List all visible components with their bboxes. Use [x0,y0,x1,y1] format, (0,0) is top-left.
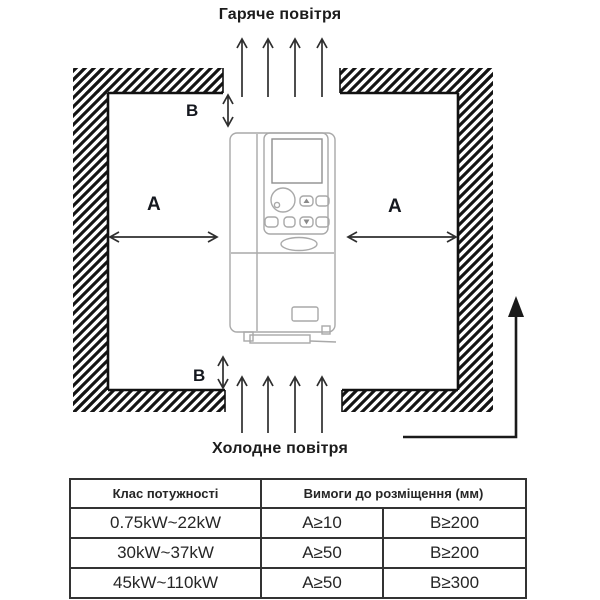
power-class-cell: 45kW~110kW [69,567,262,599]
clearance-a-arrow-right [346,231,458,243]
keypad-button-run [315,195,330,207]
power-class-cell: 0.75kW~22kW [69,507,262,539]
header-power-class: Клас потужності [69,478,262,509]
arrowhead [508,296,524,317]
keypad-panel [263,132,329,235]
clearance-b-cell: B≥200 [381,537,528,569]
clearance-b-cell: B≥300 [381,567,528,599]
control-knob [270,187,296,213]
wall-bottom-left [73,390,225,412]
clearance-b-arrow-top [222,93,234,128]
header-requirements: Вимоги до розміщення (мм) [259,478,528,509]
keypad-button-up [299,195,314,207]
inverter-device [229,132,337,344]
clearance-a-cell: A≥50 [260,567,384,599]
device-base-line [309,340,337,343]
device-body [229,132,336,333]
clearance-a-cell: A≥10 [260,507,384,539]
clearance-a-arrow-left [108,231,219,243]
enclosure-walls [73,68,493,412]
keypad-button-down [299,216,314,228]
wall-left [73,68,108,412]
wall-bottom-right [342,390,493,412]
hot-air-label: Гаряче повітря [218,6,342,23]
hot-air-arrows [236,37,328,97]
clearance-b-top-label: B [186,101,199,120]
device-nameplate [291,306,319,322]
up-arrow-icon [303,198,310,203]
keypad-button-stop [315,216,330,228]
display-screen [271,138,323,184]
wall-inner-edges [106,91,460,392]
clearance-a-left-label: A [147,194,161,215]
clearance-a-right-label: A [388,196,402,217]
device-foot-right [321,325,331,335]
cold-air-label: Холодне повітря [212,440,348,457]
keypad-button-set [283,216,296,228]
knob-indicator-dot [273,201,281,209]
clearance-table: Клас потужності Вимоги до розміщення (мм… [69,478,528,599]
table-row: 30kW~37kW A≥50 B≥200 [69,537,528,569]
clearance-b-bottom-label: B [193,366,206,385]
clearance-a-cell: A≥50 [260,537,384,569]
wall-gap-edges [222,68,343,412]
device-base-plate [249,334,311,344]
airflow-direction-arrow [403,296,524,439]
table-row: 0.75kW~22kW A≥10 B≥200 [69,507,528,539]
keypad-button-prgm [264,216,279,228]
device-foot-left [243,331,254,342]
enclosure-diagram [73,37,524,439]
keypad-slot [280,236,318,252]
wall-right [458,68,493,412]
table-header-row: Клас потужності Вимоги до розміщення (мм… [69,478,528,509]
clearance-b-arrow-bottom [217,355,229,390]
cold-air-arrows [236,375,328,433]
power-class-cell: 30kW~37kW [69,537,262,569]
table-row: 45kW~110kW A≥50 B≥300 [69,567,528,599]
down-arrow-icon [303,219,310,225]
clearance-b-cell: B≥200 [381,507,528,539]
